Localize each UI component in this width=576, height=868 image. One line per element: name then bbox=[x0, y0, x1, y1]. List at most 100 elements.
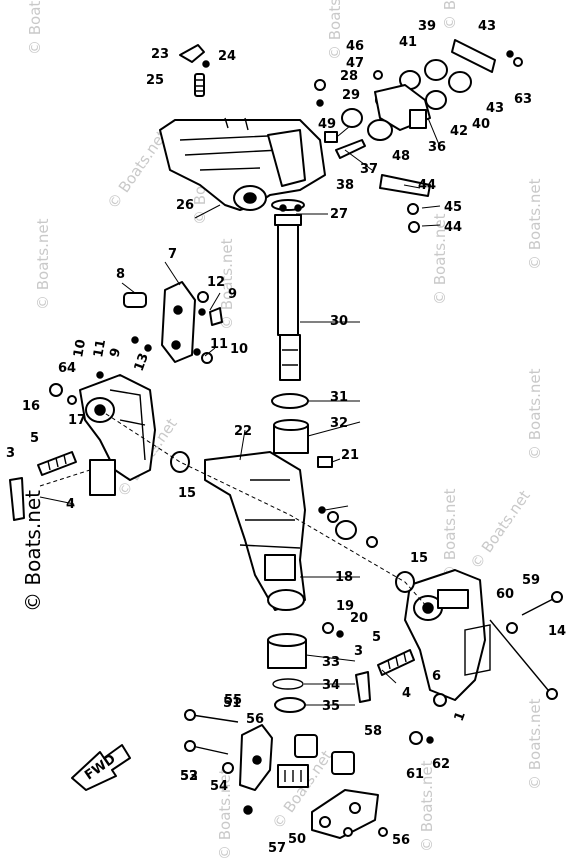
leader-line bbox=[194, 204, 221, 219]
leader-line bbox=[324, 505, 349, 511]
part-label-59: 59 bbox=[522, 573, 540, 588]
stopper-plate-part bbox=[161, 281, 196, 363]
part-label-56: 56 bbox=[392, 833, 410, 848]
watermark-text: © Boats.net bbox=[526, 368, 544, 460]
part-label-4: 4 bbox=[66, 497, 75, 512]
part-label-29: 29 bbox=[342, 88, 360, 103]
part-label-52: 52 bbox=[180, 769, 198, 784]
leader-line bbox=[381, 669, 397, 684]
bearing-cluster-part bbox=[324, 39, 523, 197]
part-label-9: 9 bbox=[107, 346, 124, 359]
part-label-45: 45 bbox=[444, 200, 462, 215]
part-label-18: 18 bbox=[335, 570, 353, 585]
leader-line bbox=[403, 184, 421, 189]
part-label-42: 42 bbox=[450, 124, 468, 139]
watermark-text: © Boats.net bbox=[216, 768, 234, 860]
part-label-32: 32 bbox=[330, 416, 348, 431]
part-label-14: 14 bbox=[548, 624, 566, 639]
watermark-text: © Boats.net bbox=[104, 127, 171, 212]
part-label-20: 20 bbox=[350, 611, 368, 626]
part-label-31: 31 bbox=[330, 390, 348, 405]
part-label-24: 24 bbox=[218, 49, 236, 64]
watermark-text: © Boats.net bbox=[218, 238, 236, 330]
leader-line bbox=[305, 654, 356, 662]
lower-bracket-part bbox=[222, 724, 388, 839]
part-label-63: 63 bbox=[514, 92, 532, 107]
part-label-26: 26 bbox=[176, 198, 194, 213]
leader-line bbox=[121, 282, 136, 294]
part-label-10: 10 bbox=[71, 338, 89, 358]
part-label-13: 13 bbox=[132, 351, 152, 373]
part-label-16: 16 bbox=[22, 399, 40, 414]
part-label-9: 9 bbox=[228, 287, 237, 302]
ring-39-part bbox=[274, 697, 306, 713]
watermark-text: © Boats.net bbox=[526, 698, 544, 790]
part-label-54: 54 bbox=[210, 779, 228, 794]
leader-line bbox=[337, 125, 351, 137]
part-label-34: 34 bbox=[322, 678, 340, 693]
part-label-22: 22 bbox=[234, 424, 252, 439]
part-label-19: 19 bbox=[336, 599, 354, 614]
part-label-23: 23 bbox=[151, 47, 169, 62]
part-label-15: 15 bbox=[410, 551, 428, 566]
part-label-15: 15 bbox=[178, 486, 196, 501]
part-label-25: 25 bbox=[146, 73, 164, 88]
steering-bracket-part bbox=[159, 117, 326, 211]
part-label-1: 1 bbox=[452, 710, 469, 724]
part-label-12: 12 bbox=[207, 275, 225, 290]
part-label-37: 37 bbox=[360, 162, 378, 177]
watermark-text: © Boats.net bbox=[34, 218, 52, 310]
ring-38-part bbox=[272, 678, 304, 690]
part-label-61: 61 bbox=[406, 767, 424, 782]
leader-line bbox=[331, 458, 341, 463]
bushing-37-part bbox=[267, 633, 307, 669]
part-label-11: 11 bbox=[91, 338, 109, 358]
part-label-5: 5 bbox=[372, 630, 381, 645]
leader-line bbox=[421, 224, 441, 227]
assembly-line bbox=[39, 469, 91, 487]
watermark-text: © Boats.net bbox=[326, 0, 344, 60]
part-label-3: 3 bbox=[6, 446, 15, 461]
part-label-28: 28 bbox=[340, 69, 358, 84]
top-clip-part bbox=[179, 44, 210, 97]
part-label-44: 44 bbox=[418, 178, 436, 193]
leader-line bbox=[427, 117, 441, 148]
part-label-56: 56 bbox=[246, 712, 264, 727]
part-label-7: 7 bbox=[168, 247, 177, 262]
part-label-60: 60 bbox=[496, 587, 514, 602]
part-label-46: 46 bbox=[346, 39, 364, 54]
steering-shaft-part bbox=[271, 199, 305, 381]
leader-line bbox=[307, 421, 361, 437]
part-label-43: 43 bbox=[486, 101, 504, 116]
leader-line bbox=[209, 292, 221, 311]
assembly-line bbox=[99, 409, 429, 609]
part-label-3: 3 bbox=[354, 644, 363, 659]
watermark-text: © Boats.net bbox=[21, 490, 45, 612]
part-label-58: 58 bbox=[364, 724, 382, 739]
watermark-text: © Boats.net bbox=[26, 0, 44, 55]
bolts-part bbox=[9, 139, 563, 755]
part-label-6: 6 bbox=[432, 669, 441, 684]
part-label-49: 49 bbox=[318, 117, 336, 132]
watermark-text: © Boats.net bbox=[418, 760, 436, 852]
part-label-40: 40 bbox=[472, 117, 490, 132]
part-label-17: 17 bbox=[68, 413, 86, 428]
part-label-55: 55 bbox=[224, 693, 242, 708]
leader-line bbox=[164, 261, 181, 286]
part-label-50: 50 bbox=[288, 832, 306, 847]
part-label-30: 30 bbox=[330, 314, 348, 329]
part-label-11: 11 bbox=[210, 337, 228, 352]
part-label-5: 5 bbox=[30, 431, 39, 446]
fwd-arrow-icon bbox=[71, 744, 131, 791]
part-label-38: 38 bbox=[336, 178, 354, 193]
part-label-53: 53 bbox=[180, 769, 198, 784]
part-label-48: 48 bbox=[392, 149, 410, 164]
part-label-36: 36 bbox=[428, 140, 446, 155]
watermark-text: © Boats.net bbox=[467, 487, 534, 572]
leader-line bbox=[39, 496, 75, 505]
leader-line bbox=[239, 429, 246, 461]
part-label-39: 39 bbox=[418, 19, 436, 34]
swivel-bracket-part bbox=[204, 451, 306, 611]
